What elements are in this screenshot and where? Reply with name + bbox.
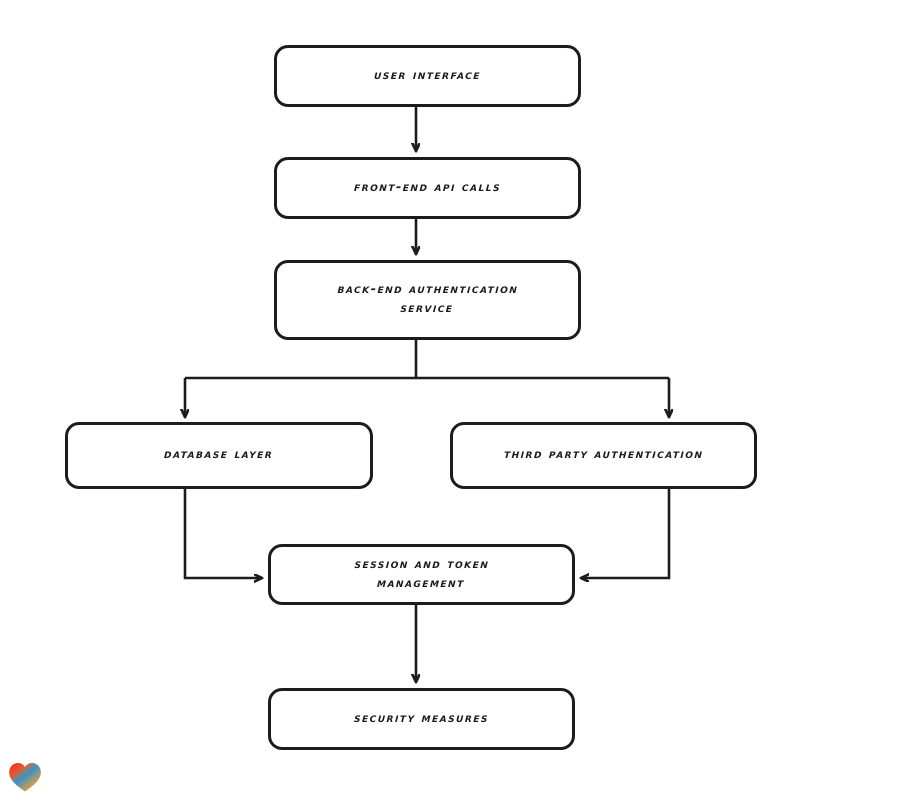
edge-thirdparty-to-session — [582, 489, 671, 578]
node-session-token-management-label: Session and Token Management — [354, 556, 490, 591]
node-session-token-management[interactable]: Session and Token Management — [268, 544, 575, 605]
node-security-measures[interactable]: Security Measures — [268, 688, 575, 750]
node-user-interface[interactable]: User Interface — [274, 45, 581, 107]
node-frontend-api[interactable]: Front-End API Calls — [274, 157, 581, 219]
node-security-measures-label: Security Measures — [353, 710, 490, 726]
node-user-interface-label: User Interface — [373, 67, 482, 83]
node-frontend-api-label: Front-End API Calls — [353, 179, 502, 195]
edge-database-to-session — [183, 489, 261, 578]
node-database-layer-label: Database Layer — [164, 447, 275, 463]
node-third-party-authentication-label: Third Party Authentication — [503, 447, 704, 463]
heart-icon — [9, 763, 41, 792]
node-third-party-authentication[interactable]: Third Party Authentication — [450, 422, 757, 489]
node-backend-auth-service[interactable]: Back-End Authentication Service — [274, 260, 581, 340]
node-backend-auth-service-label: Back-End Authentication Service — [337, 282, 519, 316]
node-database-layer[interactable]: Database Layer — [65, 422, 373, 489]
